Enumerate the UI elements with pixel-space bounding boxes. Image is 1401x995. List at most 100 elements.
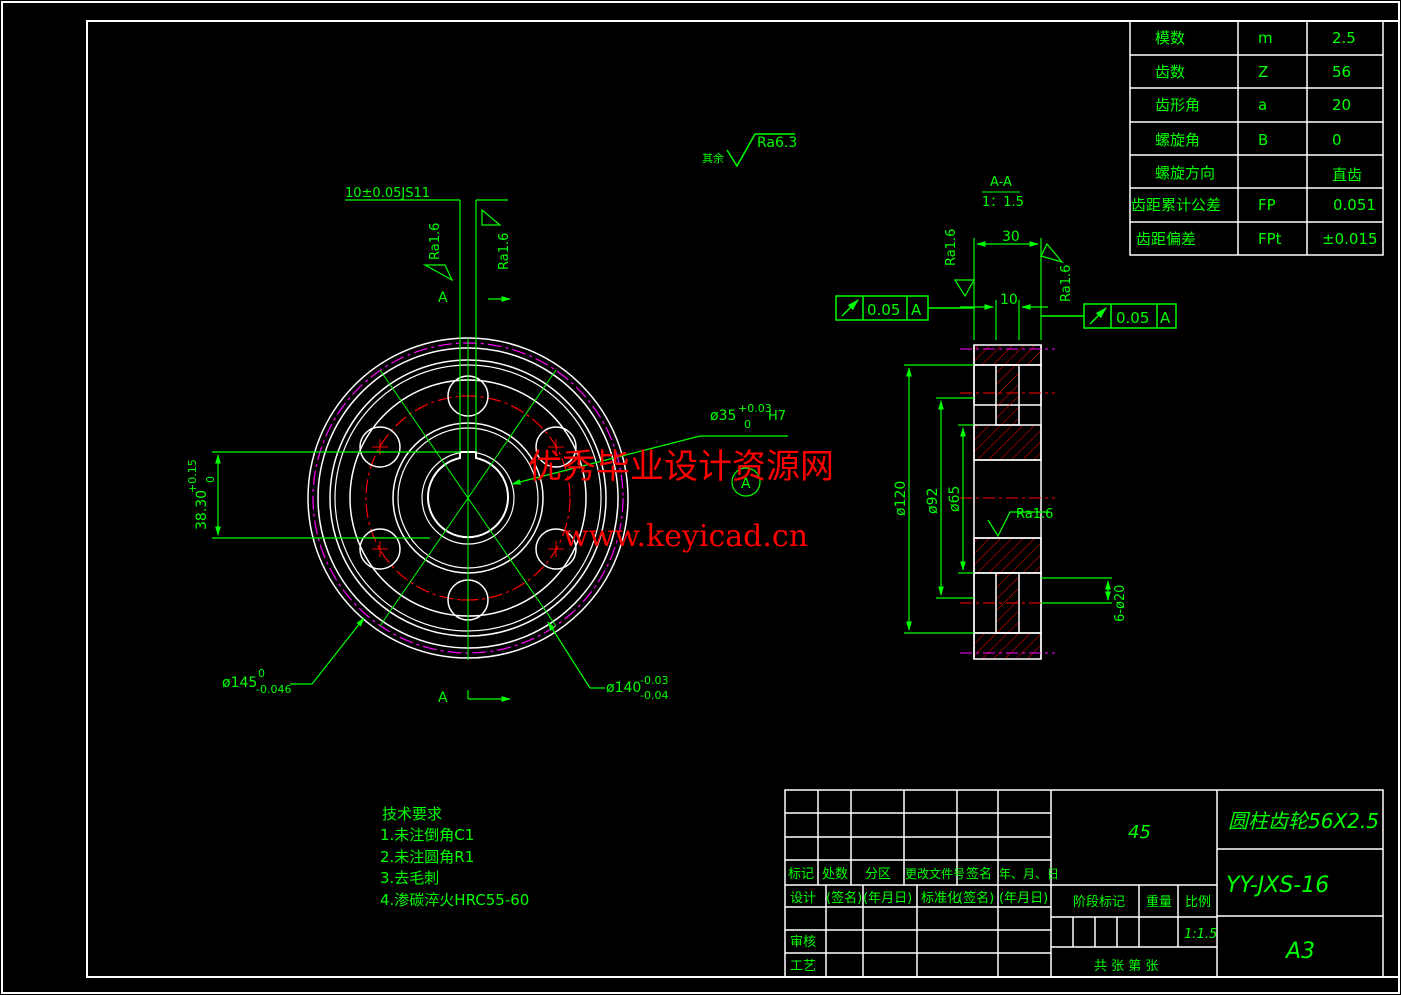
tb-sign1: (签名) [826, 890, 862, 906]
section-mark-bottom: A [438, 690, 448, 706]
pitch-tol-upper: -0.03 [640, 674, 668, 687]
section-center-lines [960, 392, 1055, 604]
tb-review: 审核 [790, 935, 816, 950]
tb-date1: (年月日) [863, 891, 912, 906]
lightening-holes [359, 375, 577, 621]
tech-req-item-1: 1.未注倒角C1 [380, 826, 474, 844]
section-title: A-A [990, 175, 1012, 190]
ra-top-right-symbol [1040, 242, 1064, 264]
datum-a-label: A [741, 476, 751, 492]
pitch-dim-text: ø140 [606, 680, 641, 696]
tb-standard: 标准化 [921, 891, 960, 906]
runout-left-datum: A [911, 301, 922, 319]
param-value-0: 2.5 [1332, 29, 1356, 47]
keyway-dimension [345, 199, 511, 702]
param-name-6: 齿距偏差 [1136, 230, 1196, 248]
tb-material: 45 [1128, 822, 1151, 843]
hole-top-left [359, 426, 401, 468]
front-view: 10±0.05JS11 Ra1.6 Ra1.6 A A 38.30 +0.15 … [186, 186, 788, 706]
runout-right-value: 0.05 [1116, 309, 1149, 327]
bore-dim-text: ø35 [710, 408, 736, 424]
bore-tol-lower: 0 [744, 418, 751, 431]
ra-bore-symbol [987, 511, 1050, 538]
ra-left-text: Ra1.6 [428, 223, 443, 260]
tb-docno: 更改文件号 [905, 866, 965, 881]
bore-with-keyway [427, 451, 509, 539]
keyway-dim-text: 10±0.05JS11 [345, 186, 430, 201]
tb-sheets: 共 张 第 张 [1094, 959, 1158, 974]
section-width-dims [960, 238, 1048, 340]
tb-stage: 阶段标记 [1073, 895, 1125, 910]
ra-bore-text: Ra1.6 [1016, 507, 1053, 522]
bore-fit-text: H7 [768, 409, 786, 424]
tb-sheet-size: A3 [1284, 939, 1315, 964]
hole-bottom-left [359, 528, 401, 570]
section-view: A-A 1：1.5 30 10 Ra1.6 Ra1.6 0.05 A [835, 175, 1177, 660]
dia-92-text: ø92 [925, 488, 941, 514]
height-dim-text: 38.30 [194, 490, 210, 530]
title-block-text: 标记 处数 分区 更改文件号 签名 年、月、日 设计 (签名) (年月日) 标准… [788, 866, 1217, 974]
tech-requirements: 技术要求 1.未注倒角C1 2.未注圆角R1 3.去毛刺 4.渗碳淬火HRC55… [380, 805, 529, 909]
title-block-grid [784, 789, 1384, 978]
hole-bottom-right [535, 528, 577, 570]
web-dim-text: 10 [1000, 292, 1018, 308]
inner-frame [86, 20, 1400, 978]
pitch-leader [547, 621, 605, 689]
tb-process: 工艺 [790, 959, 816, 974]
height-tol-upper: +0.15 [186, 459, 199, 493]
param-symbol-5: FP [1258, 196, 1276, 214]
runout-left-value: 0.05 [867, 301, 900, 319]
param-name-3: 螺旋角 [1155, 131, 1200, 149]
tb-weight: 重量 [1146, 894, 1172, 910]
ra-top-right-text: Ra1.6 [1059, 265, 1074, 302]
dia-65-text: ø65 [947, 486, 963, 512]
tech-req-item-2: 2.未注圆角R1 [380, 848, 474, 866]
tb-zone: 分区 [865, 867, 891, 882]
watermark-line1: 优秀毕业设计资源网 [528, 447, 834, 487]
runout-right-datum: A [1160, 309, 1171, 327]
runout-right [1041, 303, 1177, 329]
watermark-line2: www.keyicad.cn [563, 519, 808, 554]
param-name-2: 齿形角 [1155, 96, 1200, 114]
outer-dim-text: ø145 [222, 675, 257, 691]
width-dim-text: 30 [1002, 229, 1020, 245]
section-mark-top: A [438, 290, 448, 306]
runout-left [835, 295, 974, 321]
surface-note-label: 其余 [702, 151, 724, 165]
ra-right-text: Ra1.6 [497, 233, 512, 270]
param-table-text: 模数 m 2.5 齿数 Z 56 齿形角 a 20 螺旋角 B 0 螺旋方向 直… [1131, 29, 1378, 248]
datum-a-circle [731, 467, 761, 497]
height-dimension [212, 451, 460, 539]
param-value-5: 0.051 [1333, 196, 1376, 214]
outer-leader [290, 617, 365, 685]
param-value-6: ±0.015 [1322, 230, 1378, 248]
param-value-3: 0 [1332, 131, 1342, 149]
outer-tol-lower: -0.046 [256, 683, 291, 696]
tb-design: 设计 [790, 891, 816, 906]
tb-part-name: 圆柱齿轮56X2.5 [1228, 809, 1379, 833]
tb-signature: 签名 [966, 866, 992, 882]
param-name-5: 齿距累计公差 [1131, 196, 1221, 214]
param-name-0: 模数 [1155, 29, 1185, 47]
outer-tol-upper: 0 [258, 667, 265, 680]
param-symbol-0: m [1258, 29, 1273, 47]
param-symbol-1: Z [1258, 63, 1268, 81]
tb-mark: 标记 [788, 867, 814, 882]
roughness-symbol [726, 133, 795, 168]
bore-leader [511, 435, 788, 485]
hole-top-right [535, 426, 577, 468]
surface-note: 其余 Ra6.3 [702, 133, 797, 168]
pitch-tol-lower: -0.04 [640, 689, 668, 702]
ra-top-left-text: Ra1.6 [944, 229, 959, 266]
center-lines [379, 338, 557, 660]
tb-drawing-no: YY-JXS-16 [1226, 873, 1329, 898]
tb-sign2: (签名) [958, 890, 994, 906]
height-tol-lower: 0 [204, 476, 217, 483]
param-value-4: 直齿 [1332, 166, 1362, 184]
bore-tol-upper: +0.03 [738, 402, 772, 415]
param-value-1: 56 [1332, 63, 1351, 81]
param-name-1: 齿数 [1155, 63, 1185, 81]
tech-req-item-4: 4.渗碳淬火HRC55-60 [380, 891, 529, 909]
